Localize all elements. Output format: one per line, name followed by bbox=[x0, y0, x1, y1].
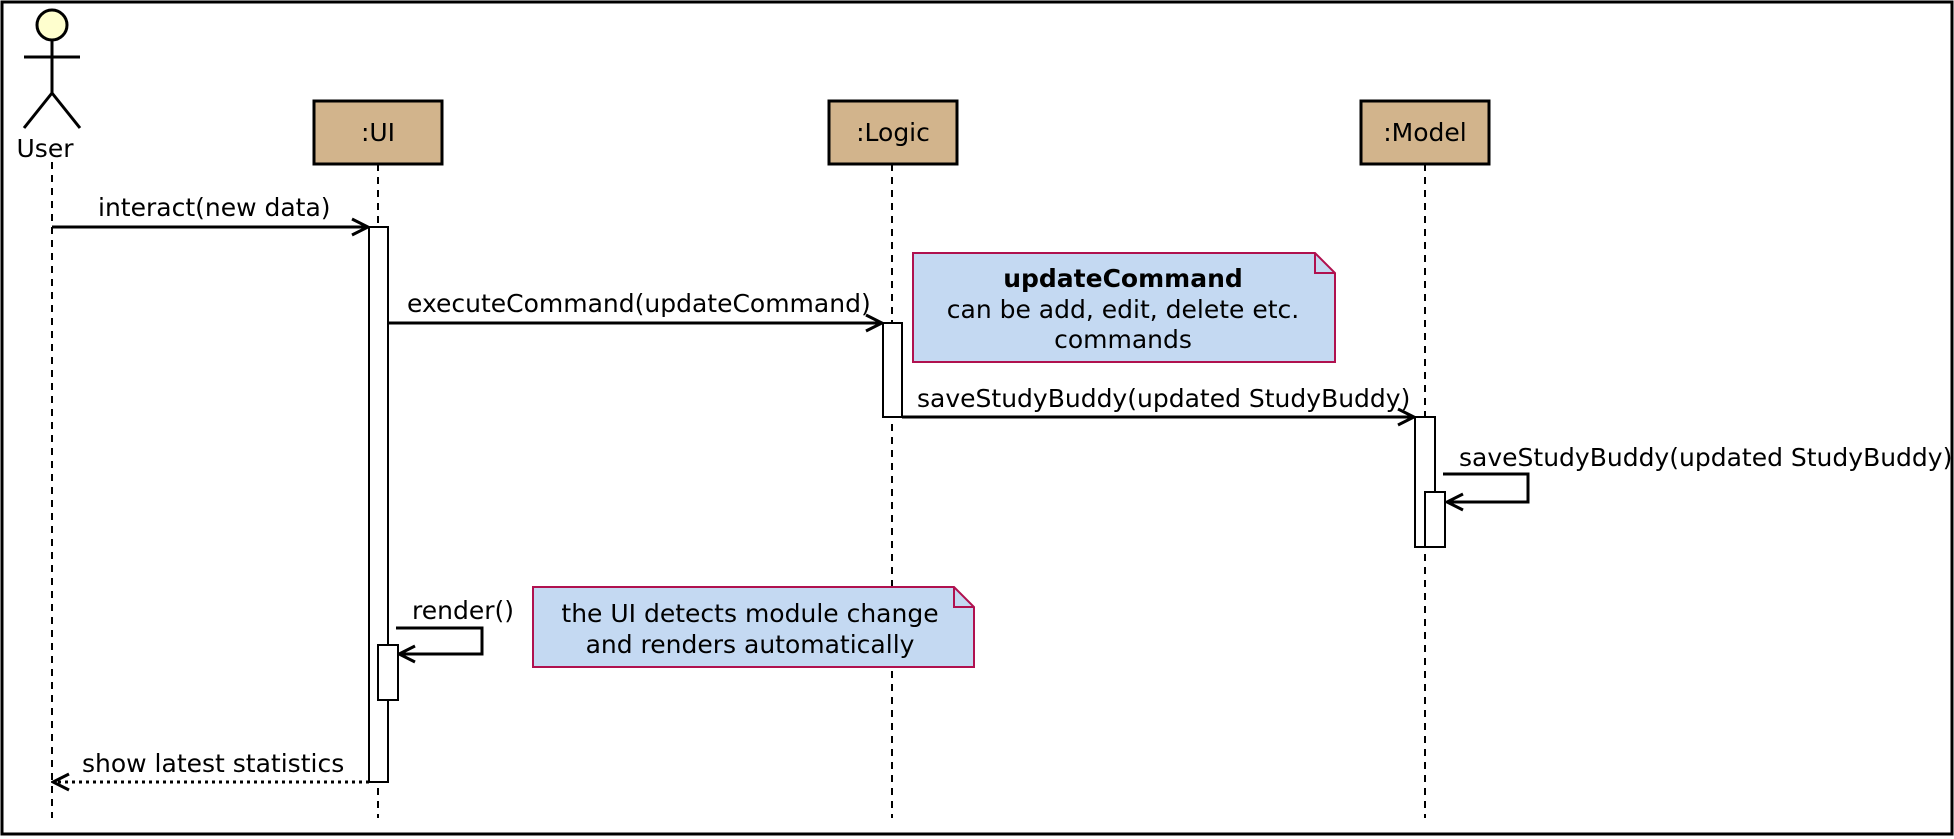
note-update-command: updateCommand can be add, edit, delete e… bbox=[912, 252, 1336, 363]
participant-ui: :UI bbox=[312, 99, 444, 166]
activation-ui-main bbox=[368, 226, 389, 783]
message-interact-label: interact(new data) bbox=[98, 193, 331, 222]
note-update-command-line2: commands bbox=[1054, 325, 1192, 354]
participant-ui-label: :UI bbox=[361, 118, 395, 147]
message-execute-command-label: executeCommand(updateCommand) bbox=[407, 289, 871, 318]
message-save-study-buddy-label: saveStudyBuddy(updated StudyBuddy) bbox=[917, 384, 1410, 413]
activation-ui-render bbox=[377, 644, 399, 701]
message-render: render() bbox=[396, 596, 514, 654]
note-update-command-line1: can be add, edit, delete etc. bbox=[947, 295, 1299, 324]
activation-logic bbox=[882, 322, 903, 418]
note-ui-renders-line2: and renders automatically bbox=[586, 630, 915, 659]
message-render-label: render() bbox=[412, 596, 514, 625]
message-save-study-buddy-self-label: saveStudyBuddy(updated StudyBuddy) bbox=[1459, 443, 1952, 472]
actor-label: User bbox=[17, 134, 75, 163]
message-save-study-buddy: saveStudyBuddy(updated StudyBuddy) bbox=[902, 384, 1412, 417]
message-save-study-buddy-self: saveStudyBuddy(updated StudyBuddy) bbox=[1443, 443, 1952, 502]
participant-logic-label: :Logic bbox=[856, 118, 930, 147]
participant-model-label: :Model bbox=[1383, 118, 1466, 147]
note-ui-renders-line1: the UI detects module change bbox=[561, 599, 938, 628]
activation-model-save bbox=[1424, 491, 1446, 548]
message-show-latest-statistics-label: show latest statistics bbox=[82, 749, 344, 778]
participant-logic: :Logic bbox=[827, 99, 959, 166]
participant-model: :Model bbox=[1359, 99, 1491, 166]
message-interact: interact(new data) bbox=[52, 193, 366, 227]
note-update-command-title: updateCommand bbox=[1003, 264, 1243, 293]
message-show-latest-statistics: show latest statistics bbox=[55, 749, 369, 782]
actor-user: User bbox=[17, 8, 82, 163]
message-execute-command: executeCommand(updateCommand) bbox=[388, 289, 880, 323]
actor-head-icon bbox=[35, 8, 69, 42]
note-ui-renders: the UI detects module change and renders… bbox=[532, 586, 975, 668]
